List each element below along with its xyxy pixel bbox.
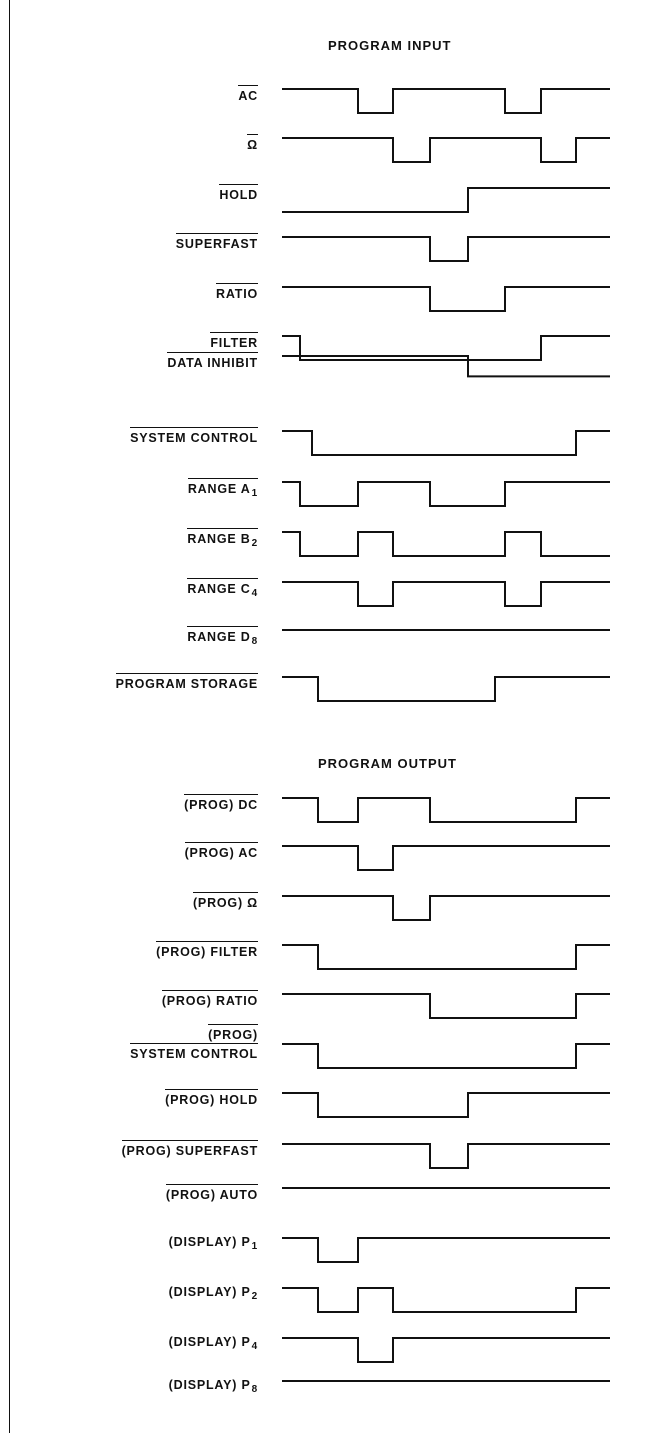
signal-label-prog-superfast: (PROG) SUPERFAST: [121, 1140, 258, 1159]
waveform-ratio: [282, 286, 610, 312]
signal-label-subscript: 1: [251, 1241, 258, 1252]
signal-label-filter: FILTER: [210, 332, 258, 351]
signal-label-range-c: RANGE C4: [187, 578, 258, 602]
signal-label-display-p4: (DISPLAY) P4: [169, 1334, 258, 1355]
signal-label-ohm: Ω: [247, 134, 258, 153]
waveform-prog-hold: [282, 1092, 610, 1118]
waveform-prog-ac: [282, 845, 610, 871]
signal-label-text: RANGE B: [187, 532, 251, 546]
waveform-ohm: [282, 137, 610, 163]
waveform-range-b: [282, 531, 610, 557]
signal-label-text: FILTER: [210, 336, 258, 350]
signal-label-superfast: SUPERFAST: [175, 233, 258, 252]
signal-label-text: (PROG) SUPERFAST: [121, 1144, 258, 1158]
signal-label-text: SYSTEM CONTROL: [130, 431, 258, 445]
signal-label-subscript: 8: [251, 636, 258, 647]
signal-label-text: (DISPLAY) P: [168, 1285, 251, 1299]
signal-label-text: DATA INHIBIT: [167, 356, 258, 370]
signal-label-subscript: 4: [251, 588, 258, 599]
signal-label-subscript: 2: [251, 538, 258, 549]
signal-label-prog-hold: (PROG) HOLD: [165, 1089, 258, 1108]
waveform-range-c: [282, 581, 610, 607]
signal-label-text: (DISPLAY) P: [168, 1235, 251, 1249]
waveform-display-p1: [282, 1237, 610, 1263]
signal-label-text: (PROG) AC: [184, 846, 258, 860]
waveform-prog-superfast: [282, 1143, 610, 1169]
signal-label-ratio: RATIO: [216, 283, 258, 302]
signal-label-range-d: RANGE D8: [187, 626, 258, 650]
signal-label-prog-system-control: (PROG)SYSTEM CONTROL: [130, 1024, 258, 1062]
waveform-prog-ratio: [282, 993, 610, 1019]
signal-label-text: (DISPLAY) P: [168, 1335, 251, 1349]
signal-label-range-a: RANGE A1: [187, 478, 258, 502]
waveform-prog-dc: [282, 797, 610, 823]
signal-label-text: (PROG): [208, 1028, 258, 1042]
signal-label-program-storage: PROGRAM STORAGE: [115, 673, 258, 692]
signal-label-text: SUPERFAST: [175, 237, 258, 251]
signal-label-prog-filter: (PROG) FILTER: [156, 941, 258, 960]
signal-label-text: Ω: [247, 138, 258, 152]
signal-label-text: RATIO: [216, 287, 258, 301]
frame-border: [9, 0, 10, 1433]
signal-label-hold: HOLD: [219, 184, 258, 203]
waveform-filter: [282, 335, 610, 361]
waveform-superfast: [282, 236, 610, 262]
signal-label-text: (PROG) FILTER: [156, 945, 258, 959]
signal-label-text: RANGE D: [187, 630, 251, 644]
signal-label-text: RANGE C: [187, 582, 251, 596]
program-input-title: PROGRAM INPUT: [328, 38, 452, 53]
signal-label-data-inhibit: DATA INHIBIT: [167, 352, 258, 371]
signal-label-prog-dc: (PROG) DC: [184, 794, 258, 813]
signal-label-display-p8: (DISPLAY) P8: [169, 1377, 258, 1398]
signal-label-text: AC: [238, 89, 258, 103]
signal-label-text-line2: SYSTEM CONTROL: [130, 1043, 258, 1062]
signal-label-text: (PROG) Ω: [192, 896, 258, 910]
waveform-prog-ohm: [282, 895, 610, 921]
signal-label-text: PROGRAM STORAGE: [115, 677, 258, 691]
signal-label-text: (PROG) RATIO: [161, 994, 258, 1008]
waveform-hold: [282, 187, 610, 213]
signal-label-text: (PROG) AUTO: [165, 1188, 258, 1202]
waveform-ac: [282, 88, 610, 114]
waveform-system-control: [282, 430, 610, 456]
signal-label-prog-auto: (PROG) AUTO: [165, 1184, 258, 1203]
signal-label-text: (DISPLAY) P: [168, 1378, 251, 1392]
signal-label-display-p1: (DISPLAY) P1: [169, 1234, 258, 1255]
waveform-range-a: [282, 481, 610, 507]
waveform-display-p4: [282, 1337, 610, 1363]
signal-label-subscript: 4: [251, 1341, 258, 1352]
signal-label-subscript: 8: [251, 1384, 258, 1395]
signal-label-subscript: 1: [251, 488, 258, 499]
signal-label-subscript: 2: [251, 1291, 258, 1302]
waveform-prog-system-control: [282, 1043, 610, 1069]
program-output-title: PROGRAM OUTPUT: [318, 756, 457, 771]
waveform-program-storage: [282, 676, 610, 702]
signal-label-prog-ac: (PROG) AC: [184, 842, 258, 861]
waveform-display-p2: [282, 1287, 610, 1313]
waveform-prog-filter: [282, 944, 610, 970]
signal-label-display-p2: (DISPLAY) P2: [169, 1284, 258, 1305]
signal-label-prog-ohm: (PROG) Ω: [192, 892, 258, 911]
signal-label-prog-ratio: (PROG) RATIO: [161, 990, 258, 1009]
signal-label-text: HOLD: [219, 188, 258, 202]
signal-label-text: (PROG) HOLD: [165, 1093, 258, 1107]
signal-label-system-control: SYSTEM CONTROL: [130, 427, 258, 446]
waveform-data-inhibit: [282, 355, 610, 378]
signal-label-ac: AC: [238, 85, 258, 104]
signal-label-range-b: RANGE B2: [187, 528, 258, 552]
signal-label-text: (PROG) DC: [184, 798, 258, 812]
signal-label-text: RANGE A: [187, 482, 251, 496]
